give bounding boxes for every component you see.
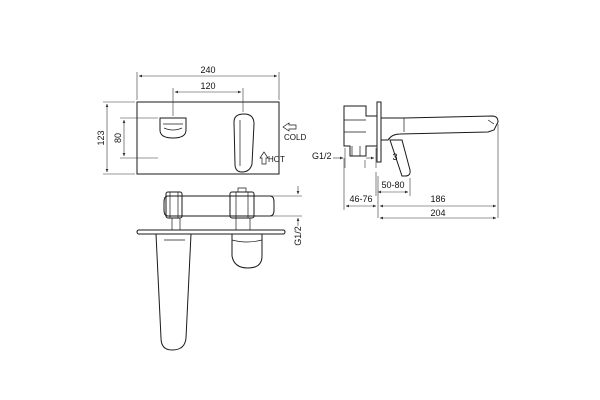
cold-indicator: COLD xyxy=(282,122,306,142)
wall-plate-side xyxy=(376,101,382,163)
lever-handle-front xyxy=(233,113,255,173)
valve-body-side xyxy=(343,105,378,157)
front-view: 240 120 123 80 COLD HOT xyxy=(96,65,306,175)
dim-front-center: 120 xyxy=(200,81,215,91)
dim-thread-top: G1/2 xyxy=(293,226,303,246)
spout-side xyxy=(380,115,499,141)
wall-plate-front xyxy=(136,101,280,175)
lever-handle-side xyxy=(389,139,411,177)
cold-label: COLD xyxy=(284,133,306,142)
side-view: G1/2 3 50-80 46-76 186 204 xyxy=(312,101,499,220)
dim-offset-small: 3 xyxy=(392,152,397,162)
dim-depth-range: 46-76 xyxy=(349,194,372,204)
hot-label: HOT xyxy=(268,155,285,164)
dim-front-height: 123 xyxy=(96,130,106,145)
top-view: G1/2 xyxy=(136,186,303,351)
hot-arrow-icon xyxy=(259,151,269,165)
outlet-opening xyxy=(159,117,187,139)
dim-front-width: 240 xyxy=(200,65,215,75)
hot-indicator: HOT xyxy=(259,151,285,165)
cold-arrow-icon xyxy=(282,122,297,132)
dim-spout-length: 186 xyxy=(430,194,445,204)
dim-total-length: 204 xyxy=(430,208,445,218)
spout-top xyxy=(155,233,192,351)
dim-front-inner-height: 80 xyxy=(113,133,123,143)
lever-handle-top xyxy=(231,233,263,269)
dim-wall-range: 50-80 xyxy=(381,180,404,190)
dim-thread-left: G1/2 xyxy=(312,151,332,161)
valve-body-top xyxy=(163,195,275,217)
